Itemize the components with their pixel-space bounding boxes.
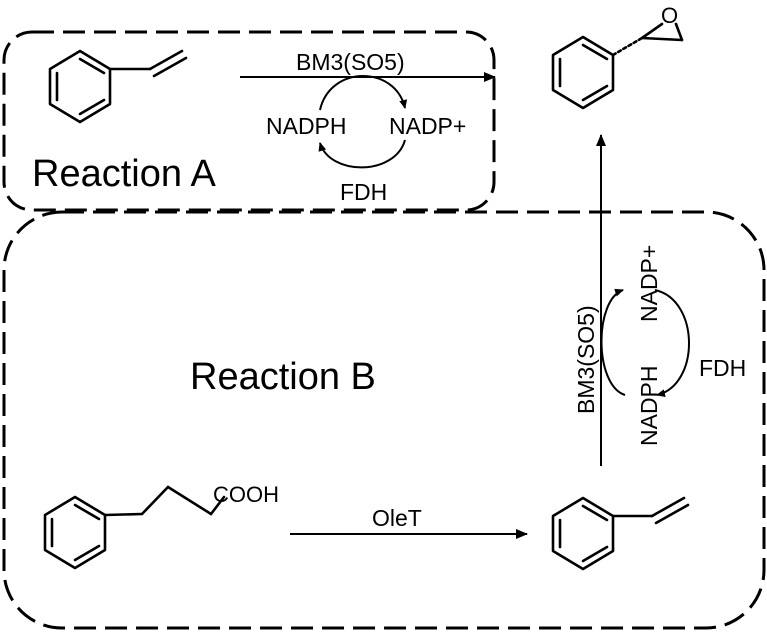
reaction-b-fdh-label: FDH — [699, 355, 746, 381]
reaction-b-cycle-right-arc — [654, 289, 690, 398]
reaction-a-nadph-label: NADPH — [266, 113, 347, 139]
carboxylic-acid-label: COOH — [213, 482, 279, 507]
styrene-oxide-molecule — [551, 22, 684, 110]
reaction-a-cycle-top-arc — [319, 75, 408, 111]
reaction-b-nadp-label: NADP+ — [636, 245, 662, 322]
reaction-a-frame — [2, 30, 496, 212]
reaction-b-enzyme-label: BM3(SO5) — [573, 305, 599, 414]
reaction-b-olet-label: OleT — [372, 505, 422, 531]
styrene-molecule-b — [551, 496, 690, 571]
reaction-a-fdh-label: FDH — [340, 179, 387, 205]
reaction-b-cycle-left-arc — [600, 288, 626, 396]
styrene-molecule-a — [48, 49, 188, 124]
epoxide-oxygen-label: O — [661, 3, 678, 28]
reaction-b-nadph-label: NADPH — [636, 365, 662, 446]
reaction-a-nadp-label: NADP+ — [389, 113, 466, 139]
reaction-a-title: Reaction A — [32, 153, 216, 195]
reaction-a-cycle-bottom-arc — [318, 139, 406, 169]
reaction-a-enzyme-label: BM3(SO5) — [296, 49, 405, 75]
phenylpropanoic-acid-molecule — [43, 485, 226, 570]
reaction-b-title: Reaction B — [190, 356, 376, 398]
reaction-b-frame — [2, 210, 766, 630]
